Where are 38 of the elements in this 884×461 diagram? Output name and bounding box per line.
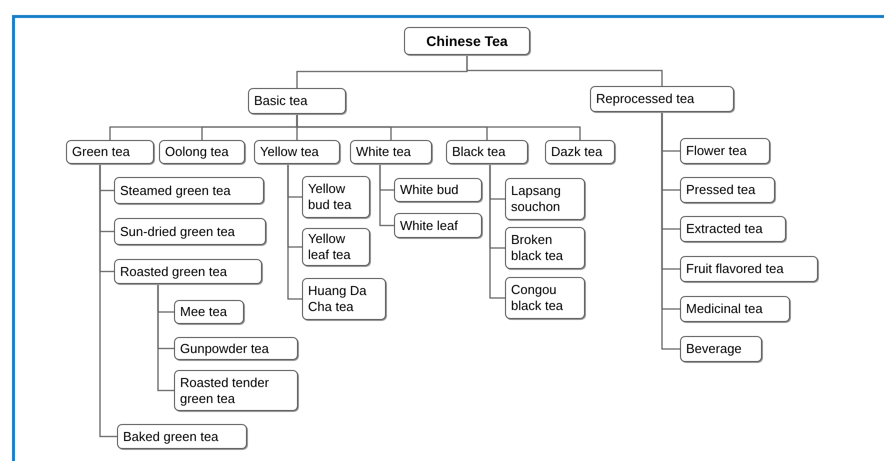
connector-line: [379, 164, 394, 226]
connector-line: [296, 114, 581, 140]
category-box: Beverage: [680, 336, 762, 362]
category-box: Reprocessed tea: [590, 86, 734, 112]
category-box: Congou black tea: [505, 277, 585, 319]
category-box: Yellow tea: [254, 140, 340, 164]
category-box: Black tea: [446, 140, 528, 164]
connector-line: [466, 55, 663, 86]
category-box: Yellow bud tea: [302, 176, 370, 218]
category-box: Roasted tender green tea: [174, 370, 298, 411]
category-box: Chinese Tea: [404, 27, 530, 55]
category-box: Lapsang souchon: [505, 178, 585, 220]
connector-line: [157, 284, 174, 392]
category-box: Roasted green tea: [114, 259, 262, 284]
category-box: Green tea: [66, 140, 154, 164]
category-box: Gunpowder tea: [174, 337, 298, 360]
category-box: Yellow leaf tea: [302, 228, 370, 266]
category-box: White tea: [350, 140, 432, 164]
category-box: White leaf: [394, 213, 482, 238]
connector-line: [99, 164, 117, 438]
category-box: Pressed tea: [680, 177, 775, 203]
category-box: Huang Da Cha tea: [302, 278, 386, 320]
category-box: Medicinal tea: [680, 296, 790, 322]
category-box: Mee tea: [174, 300, 244, 324]
category-box: Sun-dried green tea: [114, 218, 266, 245]
connector-line: [661, 112, 680, 350]
category-box: Baked green tea: [117, 424, 247, 449]
category-box: Broken black tea: [505, 227, 585, 269]
category-box: Extracted tea: [680, 216, 786, 242]
category-box: Steamed green tea: [114, 177, 264, 204]
category-box: Flower tea: [680, 138, 770, 164]
category-box: Basic tea: [248, 88, 346, 114]
category-box: Dazk tea: [545, 140, 615, 164]
category-box: Oolong tea: [159, 140, 245, 164]
category-box: Fruit flavored tea: [680, 256, 818, 282]
connector-line: [489, 164, 505, 299]
category-box: White bud: [394, 178, 482, 202]
connector-line: [287, 164, 302, 300]
